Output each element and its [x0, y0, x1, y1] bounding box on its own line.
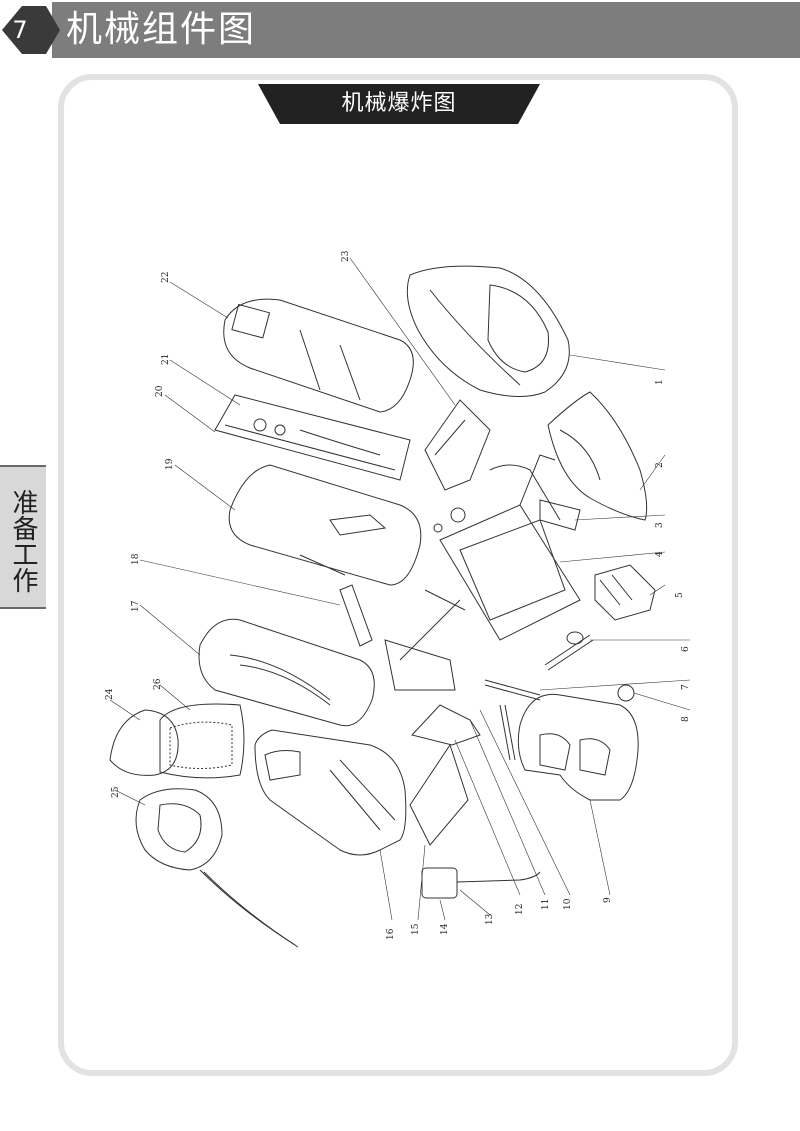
callout-11: 11 — [541, 899, 551, 910]
callout-1: 1 — [655, 379, 665, 385]
leader-line-9 — [589, 799, 611, 896]
leader-line-19 — [174, 464, 236, 511]
leader-line-11 — [469, 719, 546, 896]
part-2-shape — [547, 391, 648, 521]
callout-14: 14 — [440, 923, 450, 935]
page-header: 7 机械组件图 — [0, 0, 800, 60]
callout-21: 21 — [161, 354, 171, 365]
part-21-shape — [214, 394, 411, 481]
leader-line-25 — [114, 789, 146, 806]
part-16-shape — [254, 729, 407, 856]
leader-line-15 — [417, 844, 426, 921]
part-26-shape — [159, 703, 245, 779]
side-tab-label: 准备工作 — [8, 489, 38, 593]
leader-line-3 — [574, 514, 666, 521]
callout-7: 7 — [681, 684, 691, 690]
part-25-shape — [135, 788, 299, 948]
page-number-badge — [2, 6, 46, 54]
callout-16: 16 — [386, 928, 396, 940]
callout-25: 25 — [111, 786, 121, 798]
leader-line-23 — [349, 257, 456, 406]
badge-arrow-shape — [46, 6, 60, 54]
callout-4: 4 — [655, 551, 665, 557]
leader-line-5 — [649, 584, 666, 596]
leader-line-8 — [633, 692, 691, 711]
part-18-shape — [339, 584, 373, 647]
callout-15: 15 — [411, 923, 421, 935]
frame-title-shape — [258, 84, 540, 124]
callout-22: 22 — [161, 272, 171, 283]
leader-line-1 — [569, 354, 666, 371]
callout-5: 5 — [675, 592, 685, 598]
title-bar-shape — [52, 2, 800, 58]
callout-10: 10 — [563, 898, 573, 910]
leader-line-21 — [169, 359, 241, 406]
leader-line-24 — [109, 699, 141, 721]
page-number: 7 — [12, 16, 28, 44]
part-5-shape — [594, 564, 656, 621]
frame-title-background — [258, 84, 540, 124]
callout-8: 8 — [681, 716, 691, 722]
callout-20: 20 — [155, 385, 165, 397]
part-9-shape — [517, 693, 639, 801]
leader-line-26 — [159, 684, 191, 711]
callout-13: 13 — [485, 913, 495, 925]
part-8-shape — [617, 684, 635, 702]
part-19-shape — [228, 464, 422, 586]
callout-9: 9 — [603, 897, 613, 903]
callout-3: 3 — [655, 522, 665, 528]
leader-line-13 — [459, 889, 491, 916]
main-frame-shape — [384, 454, 581, 691]
part-14-shape — [421, 867, 541, 899]
part-22-shape — [223, 298, 414, 413]
leader-line-2 — [639, 454, 666, 491]
leader-line-20 — [164, 394, 216, 433]
callout-6: 6 — [681, 646, 691, 652]
section-title: 机械组件图 — [66, 9, 257, 50]
part-10-shape — [499, 704, 516, 761]
callout-18: 18 — [131, 553, 141, 565]
part-3-shape — [539, 499, 581, 531]
leader-line-10 — [479, 709, 571, 896]
part-1-shape — [406, 265, 570, 398]
part-23-shape — [424, 399, 491, 491]
callout-24: 24 — [105, 688, 115, 700]
part-12-shape — [411, 704, 481, 746]
part-17-shape — [198, 618, 375, 727]
callout-26: 26 — [153, 678, 163, 690]
leader-line-12 — [454, 739, 521, 896]
content-frame — [58, 74, 738, 1076]
part-7-shape — [484, 679, 541, 701]
callout-12: 12 — [515, 904, 525, 915]
part-6-shape — [544, 631, 594, 671]
frame-title: 机械爆炸图 — [341, 91, 457, 116]
leader-line-7 — [539, 679, 691, 691]
leader-line-4 — [559, 551, 666, 563]
side-tab: 准备工作 — [0, 465, 46, 609]
leader-line-16 — [379, 849, 393, 921]
callout-17: 17 — [131, 600, 141, 612]
callout-23: 23 — [341, 250, 351, 262]
part-15-shape — [409, 743, 469, 846]
header-background — [2, 2, 800, 58]
leader-line-22 — [169, 281, 229, 319]
callout-2: 2 — [655, 462, 665, 468]
leader-line-14 — [439, 899, 446, 921]
part-24-shape — [109, 709, 179, 776]
leader-line-17 — [139, 604, 201, 656]
leader-line-18 — [139, 559, 341, 606]
callout-19: 19 — [165, 458, 175, 470]
